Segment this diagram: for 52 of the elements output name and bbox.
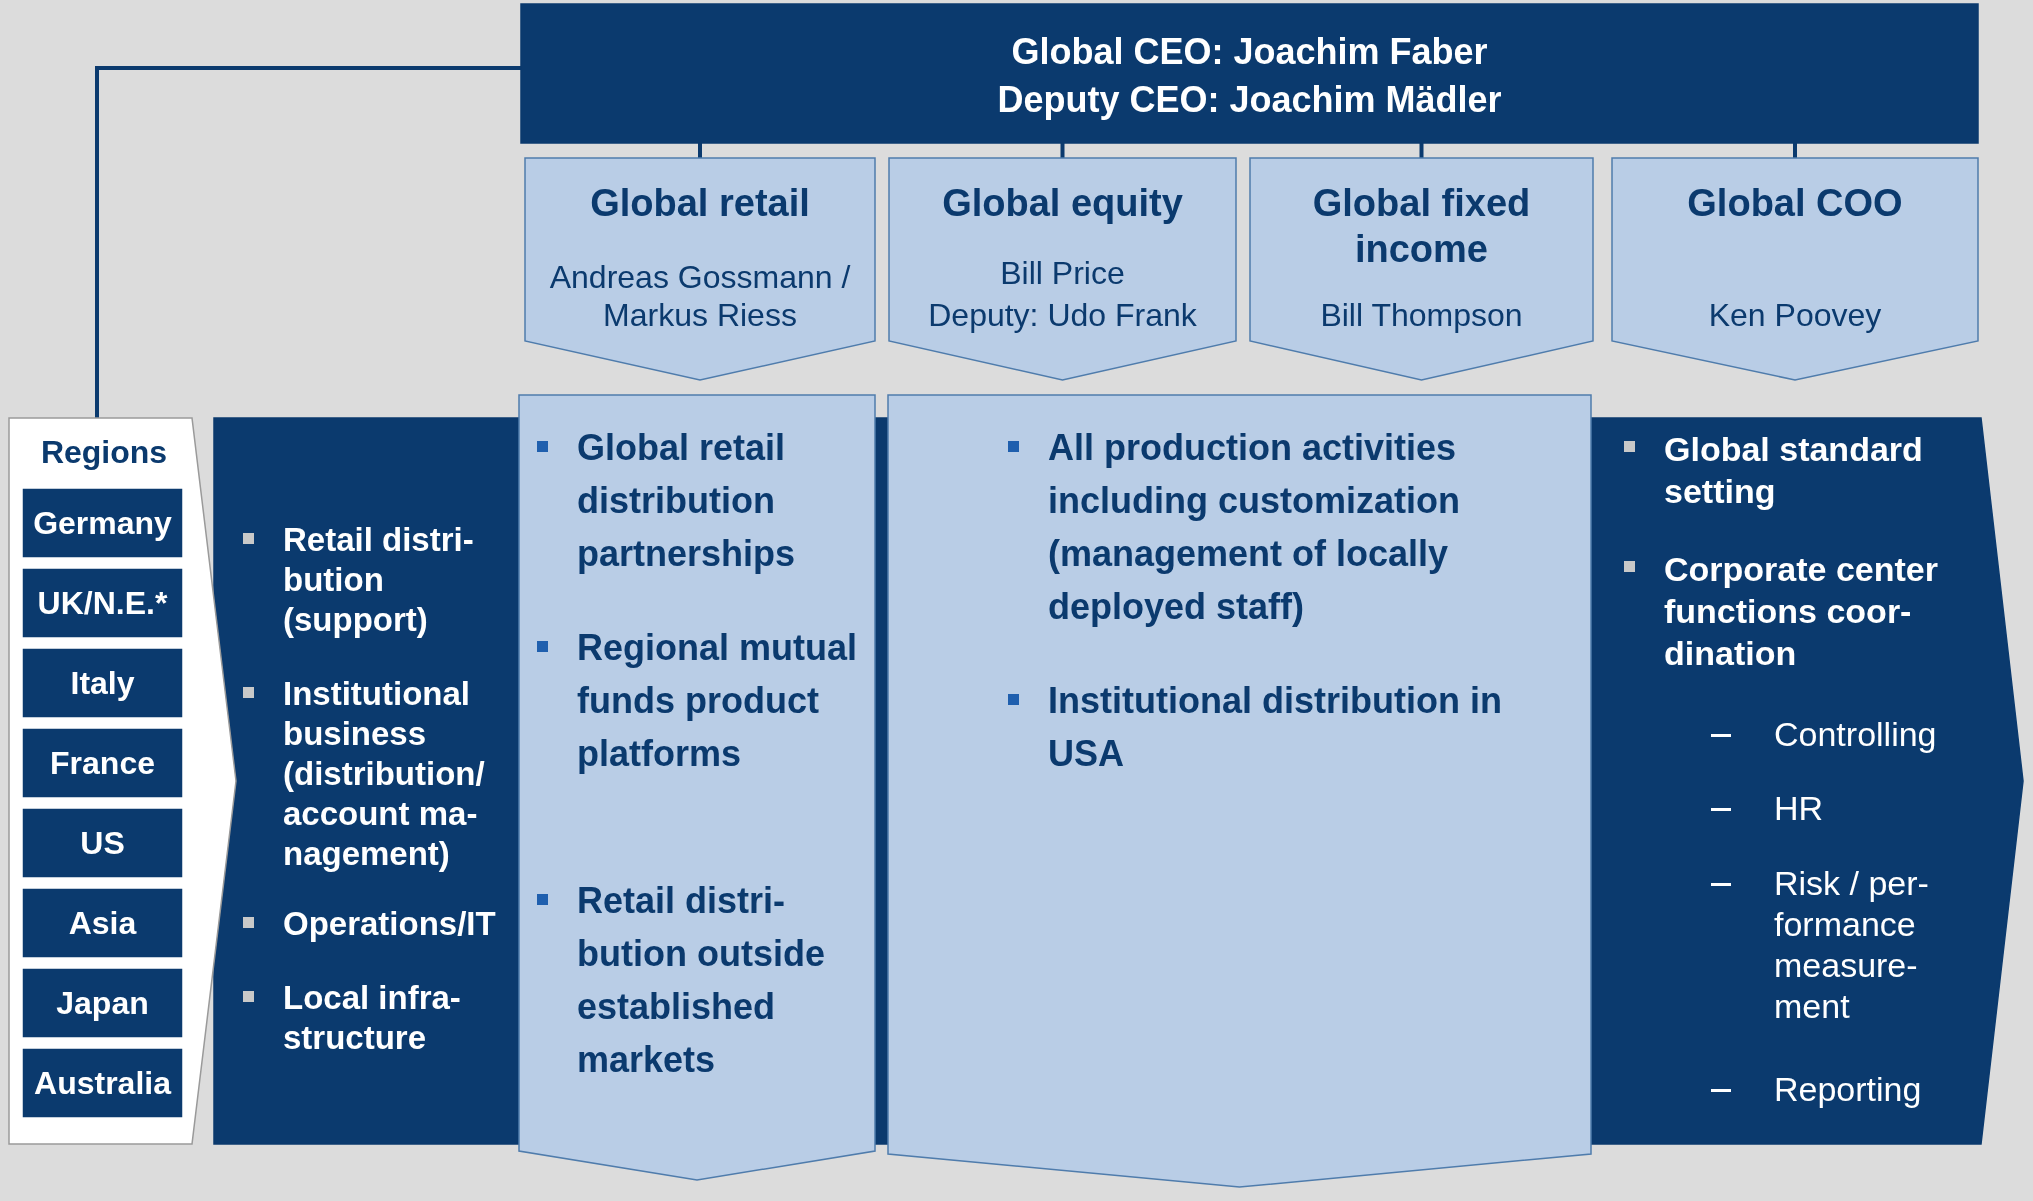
bullet-item: Global retail distribution partnerships (577, 426, 797, 576)
bullet-item: Local infra- structure (283, 978, 462, 1058)
division-heading: Global equity (941, 181, 1184, 226)
person-name: Andreas Gossmann / Markus Riess (548, 258, 852, 334)
person-name: Bill Thompson (1319, 296, 1524, 334)
division-heading: Global retail (589, 181, 811, 226)
title-text: Global CEO: Joachim Faber (1010, 30, 1489, 74)
division-heading: Global COO (1686, 181, 1904, 226)
panel-heading: Regions (39, 433, 169, 472)
region-label: France (49, 744, 156, 783)
region-box (22, 728, 183, 798)
bullet-item: Regional mutual funds product platforms (577, 626, 859, 776)
title-text: Deputy CEO: Joachim Mädler (996, 78, 1503, 122)
person-name: Deputy: Udo Frank (927, 296, 1198, 334)
sub-item: HR (1774, 788, 1825, 829)
region-box (22, 808, 183, 878)
sub-item: Controlling (1774, 714, 1938, 755)
bullet-item: Operations/IT (283, 904, 497, 944)
division-heading: Global fixed income (1311, 181, 1532, 272)
region-box (22, 1048, 183, 1118)
region-box (22, 648, 183, 718)
division-panel (1612, 158, 1978, 380)
region-label: US (79, 824, 126, 863)
bullet-item: All production activities including customization (management of locally deployed staff) (1048, 426, 1461, 629)
division-panel (1250, 158, 1593, 380)
person-name: Bill Price (999, 254, 1126, 292)
bullet-item: Institutional business (distribution/ account ma- nagement) (283, 674, 486, 874)
bullet-item: Retail distri- bution (support) (283, 520, 475, 640)
person-name: Ken Poovey (1707, 296, 1883, 334)
ceo-box (521, 4, 1978, 143)
bullet-item: Global standard setting (1664, 429, 1924, 512)
division-panel (889, 158, 1236, 380)
region-box (22, 888, 183, 958)
region-label: Italy (69, 664, 136, 703)
division-panel (525, 158, 875, 380)
region-label: Japan (55, 984, 150, 1023)
function-column (519, 395, 875, 1180)
bullet-item: Retail distri- bution outside established markets (577, 879, 826, 1082)
region-label: Australia (33, 1064, 173, 1103)
region-box (22, 488, 183, 558)
region-box (22, 968, 183, 1038)
region-label: UK/N.E.* (36, 584, 169, 623)
sub-item: Reporting (1774, 1069, 1923, 1110)
bullet-item: Institutional distribution in USA (1048, 679, 1503, 776)
sub-item: Risk / per- formance measure- ment (1774, 863, 1930, 1027)
region-label: Asia (67, 904, 138, 943)
function-column (888, 395, 1591, 1187)
regions-panel (9, 418, 236, 1144)
bullet-item: Corporate center functions coor- dination (1664, 549, 1939, 674)
connector-line (95, 66, 521, 418)
region-label: Germany (32, 504, 173, 543)
region-box (22, 568, 183, 638)
